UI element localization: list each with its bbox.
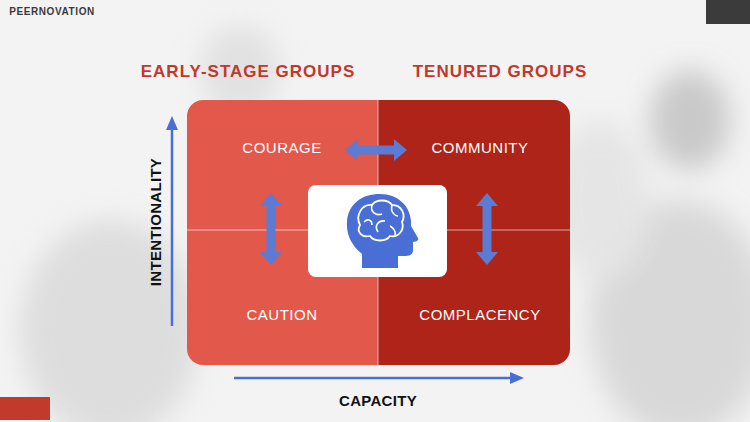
quadrant-label-box: COURAGE: [222, 128, 342, 190]
blurred-photo: [20, 25, 750, 422]
corner-bar: [0, 397, 50, 420]
corner-bar: [706, 0, 750, 24]
axis-arrowhead: [510, 372, 524, 384]
axis-label: INTENTIONALITY: [147, 158, 165, 286]
quadrant-grid: [187, 100, 570, 365]
column-header: TENURED GROUPS: [413, 62, 588, 82]
icon-box: [308, 185, 447, 277]
head-icon: [347, 194, 418, 268]
quadrant-label-box: COMPLACENCY: [410, 268, 550, 335]
double-arrow: [345, 139, 407, 161]
quadrant-label-box: COMMUNITY: [410, 128, 550, 190]
head-silhouette: [347, 194, 418, 268]
quadrant-label: CAUTION: [247, 306, 318, 324]
quadrant-label: COMMUNITY: [432, 139, 529, 157]
double-arrow: [476, 193, 498, 265]
axis-arrows: [166, 116, 524, 384]
brain-folds: [364, 205, 398, 235]
quadrant-label-box: CAUTION: [222, 268, 342, 335]
axis-label: CAPACITY: [339, 392, 417, 410]
blurred-person: [650, 70, 730, 170]
double-arrow: [260, 193, 282, 265]
column-header: EARLY-STAGE GROUPS: [141, 62, 355, 82]
quadrant-label: COMPLACENCY: [419, 306, 540, 324]
axis-line: [171, 128, 174, 326]
logo-text: PEERNOVATION: [9, 6, 95, 18]
axis-line: [234, 377, 512, 380]
brain-outline: [358, 201, 403, 241]
quadrant-label: COURAGE: [242, 139, 321, 157]
axis-arrowhead: [166, 116, 178, 130]
